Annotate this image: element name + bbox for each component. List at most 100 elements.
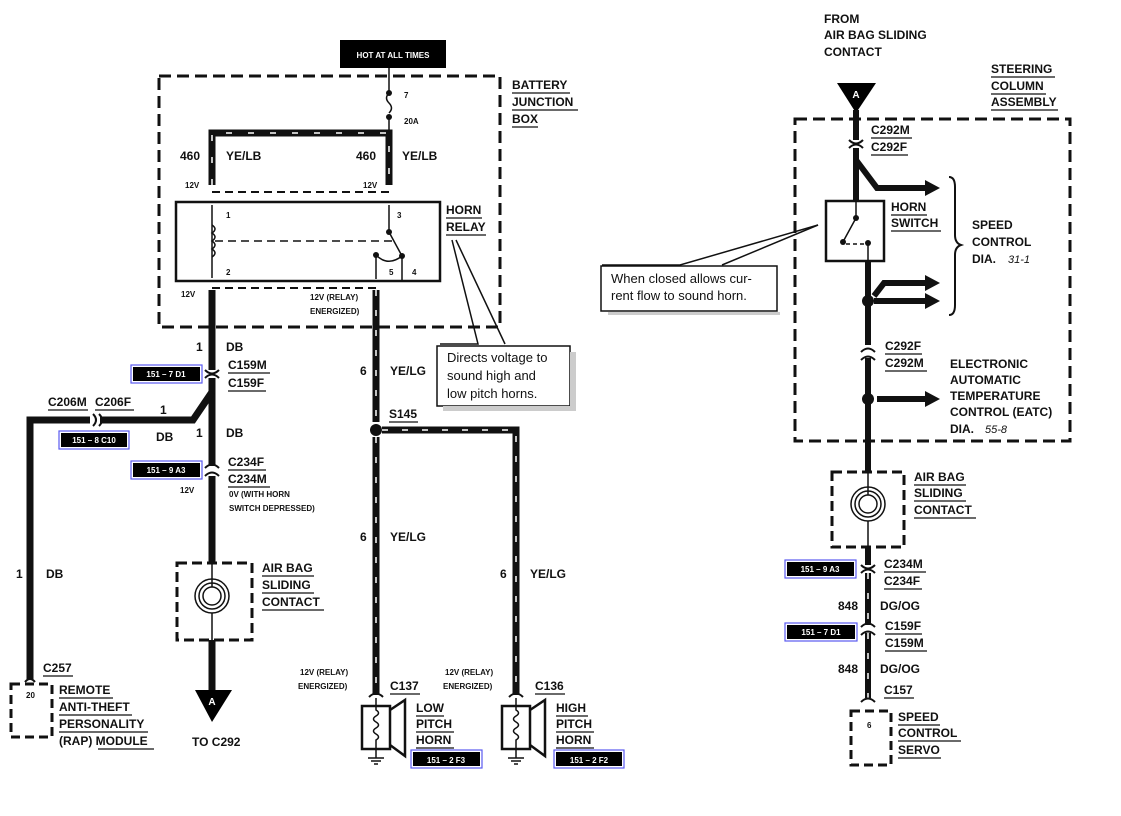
svg-text:STEERING: STEERING [991, 62, 1052, 76]
svg-text:AIR BAG: AIR BAG [914, 470, 965, 484]
svg-text:TO C292: TO C292 [192, 735, 241, 749]
svg-text:YE/LB: YE/LB [226, 149, 262, 163]
svg-text:12V (RELAY): 12V (RELAY) [300, 668, 349, 677]
svg-text:6: 6 [360, 530, 367, 544]
svg-text:BATTERY: BATTERY [512, 78, 567, 92]
svg-text:2: 2 [226, 268, 231, 277]
svg-text:12V: 12V [185, 181, 200, 190]
wire-c206-branch: C206M C206F 1 DB [26, 390, 215, 680]
svg-text:YE/LB: YE/LB [402, 149, 438, 163]
svg-text:CONTROL: CONTROL [898, 726, 957, 740]
steering-column-assembly [793, 117, 1072, 443]
svg-text:SERVO: SERVO [898, 743, 940, 757]
steering-column-label: STEERING COLUMN ASSEMBLY [991, 62, 1058, 111]
svg-text:460: 460 [356, 149, 376, 163]
link-151-9-a3-right[interactable]: 151 – 9 A3 [784, 559, 857, 579]
svg-text:ANTI-THEFT: ANTI-THEFT [59, 700, 130, 714]
wire-848-dg-og-2: 848 DG/OG C157 [838, 633, 920, 703]
horn-switch-callout: When closed allows cur- rent flow to sou… [600, 224, 819, 315]
svg-text:PERSONALITY: PERSONALITY [59, 717, 144, 731]
svg-text:Directs voltage to: Directs voltage to [447, 350, 547, 365]
svg-text:12V (RELAY): 12V (RELAY) [310, 293, 359, 302]
svg-text:1: 1 [196, 340, 203, 354]
svg-text:C292F: C292F [871, 140, 907, 154]
svg-text:1: 1 [160, 403, 167, 417]
svg-text:TEMPERATURE: TEMPERATURE [950, 389, 1040, 403]
svg-text:848: 848 [838, 662, 858, 676]
connector-c234: C234F C234M 12V 0V (WITH HORN SWITCH DEP… [180, 455, 315, 513]
svg-text:C292M: C292M [885, 356, 924, 370]
link-151-8-c10[interactable]: 151 – 8 C10 [58, 430, 130, 450]
svg-text:6: 6 [500, 567, 507, 581]
svg-text:BOX: BOX [512, 112, 538, 126]
svg-text:DB: DB [226, 426, 244, 440]
svg-text:CONTACT: CONTACT [262, 595, 320, 609]
svg-text:C234F: C234F [228, 455, 264, 469]
connector-a-right: A [837, 83, 876, 113]
svg-text:C136: C136 [535, 679, 564, 693]
svg-text:SLIDING: SLIDING [914, 486, 963, 500]
svg-text:YE/LG: YE/LG [390, 530, 426, 544]
link-151-7-d1-left[interactable]: 151 – 7 D1 [130, 364, 203, 384]
svg-text:PITCH: PITCH [556, 717, 592, 731]
svg-text:5: 5 [389, 268, 394, 277]
svg-text:SPEED: SPEED [972, 218, 1013, 232]
svg-text:C159F: C159F [228, 376, 264, 390]
svg-text:C257: C257 [43, 661, 72, 675]
battery-junction-box-label: BATTERY JUNCTION BOX [512, 78, 578, 128]
svg-text:SPEED: SPEED [898, 710, 939, 724]
svg-text:12V: 12V [363, 181, 378, 190]
svg-text:C206M: C206M [48, 395, 87, 409]
svg-text:DG/OG: DG/OG [880, 599, 920, 613]
connector-c292-bottom: C292F C292M [860, 339, 927, 372]
svg-text:HIGH: HIGH [556, 701, 586, 715]
svg-text:AIR BAG: AIR BAG [262, 561, 313, 575]
rap-module: 20 REMOTE ANTI-THEFT PERSONALITY (RAP) M… [9, 682, 154, 750]
svg-text:DB: DB [46, 567, 64, 581]
svg-text:SLIDING: SLIDING [262, 578, 311, 592]
svg-text:sound high and: sound high and [447, 368, 536, 383]
svg-text:DB: DB [156, 430, 174, 444]
svg-text:A: A [208, 697, 215, 708]
rap-wire: 1 DB C257 [16, 567, 73, 683]
svg-text:20A: 20A [404, 117, 419, 126]
svg-text:S145: S145 [389, 407, 417, 421]
svg-text:SWITCH DEPRESSED): SWITCH DEPRESSED) [229, 504, 315, 513]
air-bag-sliding-contact-left: AIR BAG SLIDING CONTACT [175, 561, 324, 642]
svg-text:12V: 12V [180, 486, 195, 495]
svg-text:YE/LG: YE/LG [530, 567, 566, 581]
svg-text:C234M: C234M [228, 472, 267, 486]
svg-text:DG/OG: DG/OG [880, 662, 920, 676]
svg-text:151 – 2 F3: 151 – 2 F3 [427, 756, 466, 765]
wire-460-ye-lb: 460 YE/LB 460 YE/LB 12V 12V [180, 129, 438, 190]
svg-text:CONTACT: CONTACT [824, 45, 882, 59]
svg-text:0V (WITH HORN: 0V (WITH HORN [229, 490, 290, 499]
link-151-2-f3[interactable]: 151 – 2 F3 [410, 749, 483, 769]
speed-control-branch-top [853, 148, 940, 200]
air-bag-sliding-contact-right: AIR BAG SLIDING CONTACT [830, 470, 976, 549]
wire-1-db: 1 DB [196, 290, 244, 370]
svg-text:6: 6 [867, 721, 872, 730]
svg-text:DIA.: DIA. [950, 422, 974, 436]
svg-text:RELAY: RELAY [446, 220, 486, 234]
svg-text:rent flow to sound horn.: rent flow to sound horn. [611, 288, 747, 303]
svg-text:CONTACT: CONTACT [914, 503, 972, 517]
svg-text:DIA.: DIA. [972, 252, 996, 266]
speed-control-servo: 6 SPEED CONTROL SERVO [849, 709, 961, 767]
link-151-7-d1-right[interactable]: 151 – 7 D1 [784, 622, 858, 642]
link-151-9-a3-left[interactable]: 151 – 9 A3 [130, 460, 203, 480]
svg-text:SWITCH: SWITCH [891, 216, 938, 230]
svg-text:COLUMN: COLUMN [991, 79, 1044, 93]
svg-text:ELECTRONIC: ELECTRONIC [950, 357, 1028, 371]
svg-text:HORN: HORN [556, 733, 591, 747]
from-airbag-label: FROM AIR BAG SLIDING CONTACT [824, 12, 927, 59]
svg-text:ASSEMBLY: ASSEMBLY [991, 95, 1057, 109]
svg-text:4: 4 [412, 268, 417, 277]
svg-text:460: 460 [180, 149, 200, 163]
link-151-2-f2[interactable]: 151 – 2 F2 [553, 749, 625, 769]
low-pitch-horn: C137 LOW PITCH HORN [360, 679, 454, 765]
connector-c234-right: C234M C234F [860, 557, 926, 590]
svg-text:ENERGIZED): ENERGIZED) [443, 682, 493, 691]
svg-text:6: 6 [360, 364, 367, 378]
